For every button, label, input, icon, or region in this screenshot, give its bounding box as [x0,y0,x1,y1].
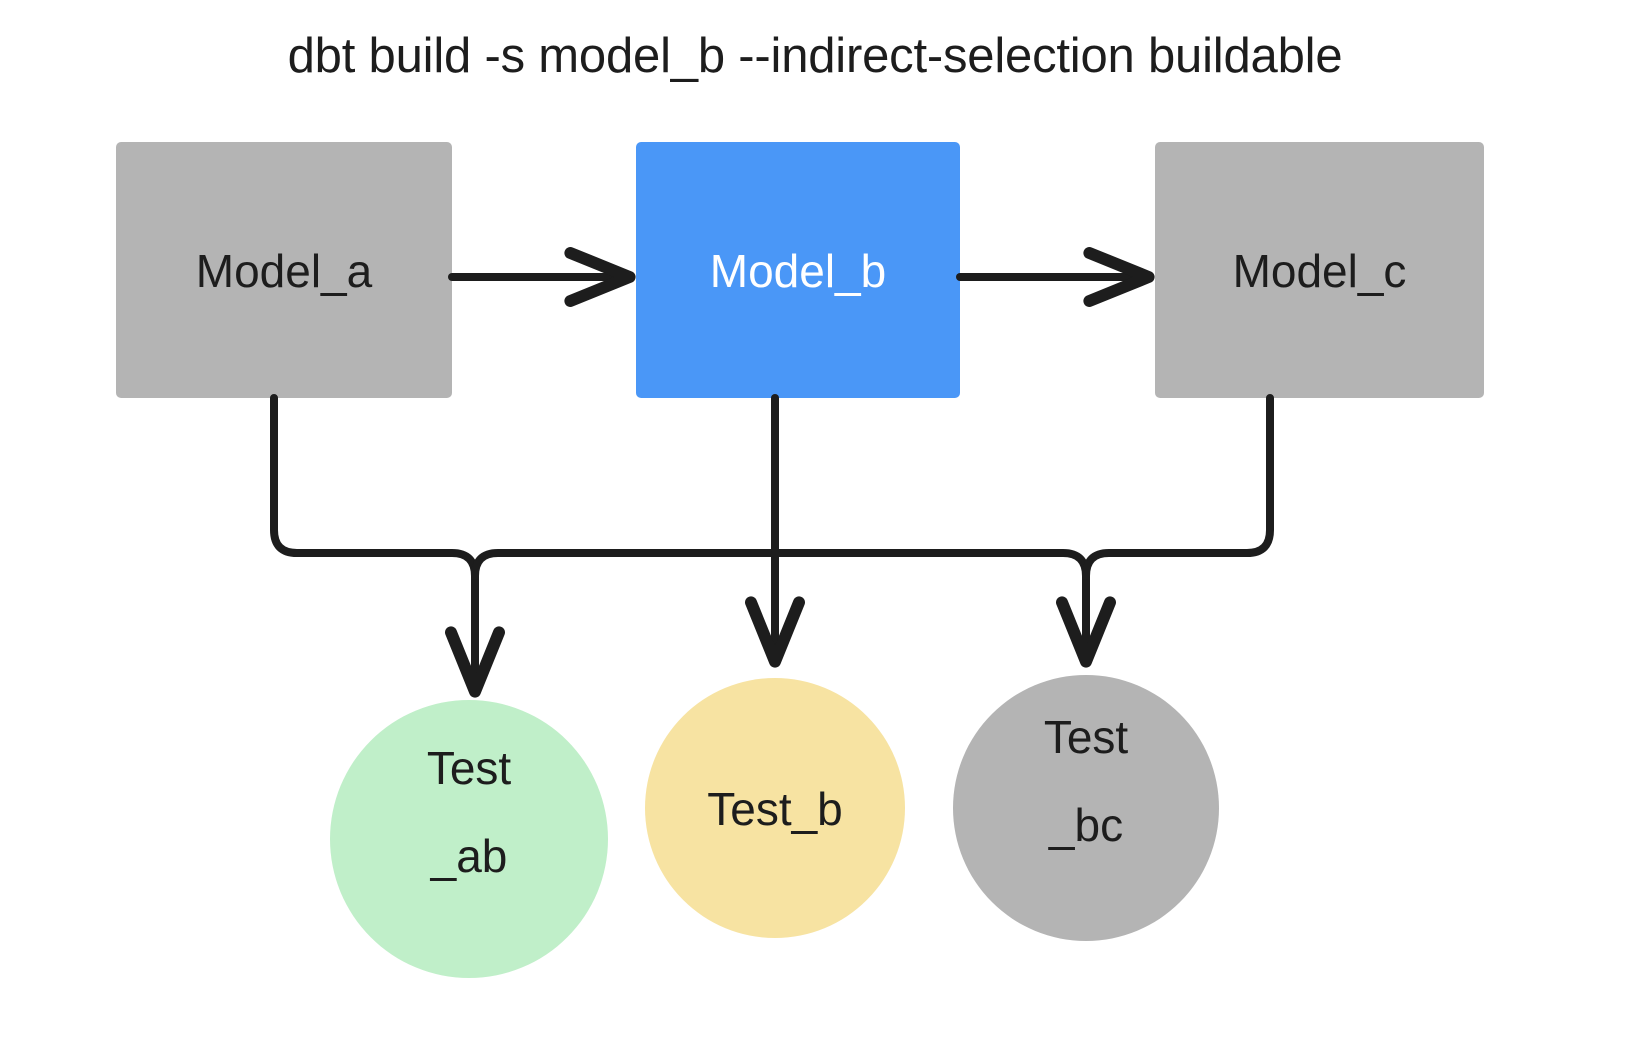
edge-model-a-to-test-ab [270,394,505,698]
edge-model-b-to-test-ab [471,549,779,580]
edge-model-c-to-test-bc [1082,394,1274,580]
node-model-a[interactable] [116,142,452,398]
edge-model-b-to-test-bc [771,549,1116,668]
page-title: dbt build -s model_b --indirect-selectio… [287,29,1343,83]
node-test-b[interactable] [645,678,905,938]
node-test-ab[interactable] [330,700,608,978]
node-model-c[interactable] [1155,142,1484,398]
node-model-b[interactable] [636,142,960,398]
node-test-bc[interactable] [953,675,1219,941]
